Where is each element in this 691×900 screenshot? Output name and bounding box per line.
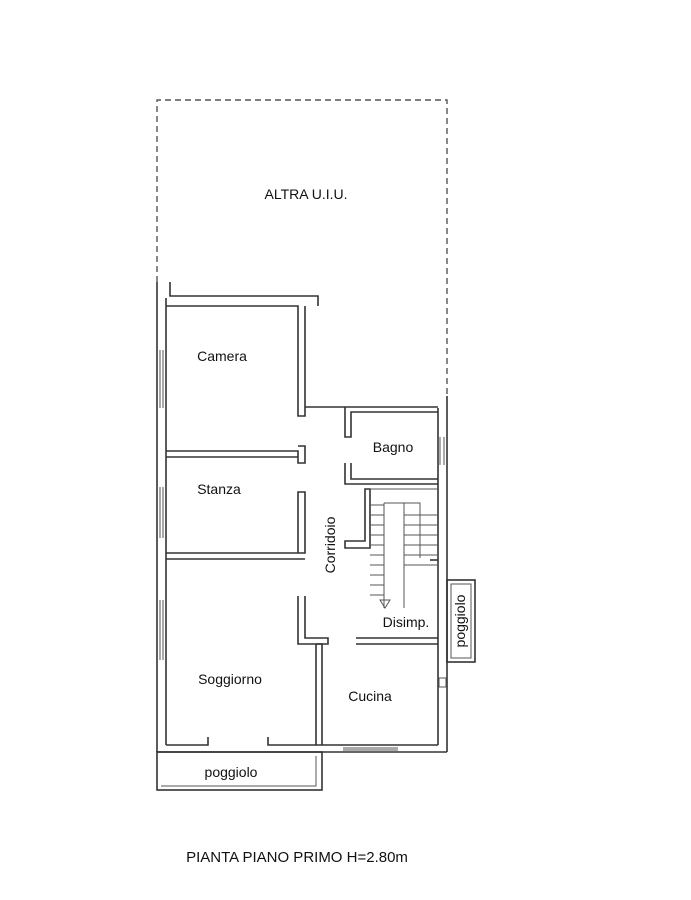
room-label-cucina: Cucina: [348, 688, 392, 704]
room-label-poggiolo-side: poggiolo: [452, 594, 468, 647]
other-unit-label: ALTRA U.I.U.: [265, 186, 348, 202]
side-balcony: [446, 579, 476, 663]
interior-walls: [166, 406, 438, 745]
plan-title: PIANTA PIANO PRIMO H=2.80m: [186, 849, 408, 866]
outer-walls: [156, 282, 448, 753]
room-label-poggiolo-bottom: poggiolo: [205, 764, 258, 780]
room-label-camera: Camera: [197, 348, 247, 364]
room-label-disimpegno: Disimp.: [383, 614, 430, 630]
room-label-stanza: Stanza: [197, 481, 241, 497]
kitchen-fixture: [438, 677, 447, 688]
room-label-corridoio: Corridoio: [322, 516, 338, 573]
room-label-bagno: Bagno: [373, 439, 414, 455]
other-unit-outline: [156, 99, 448, 396]
bottom-balcony: [156, 751, 323, 791]
room-label-soggiorno: Soggiorno: [198, 671, 262, 687]
staircase: [370, 488, 438, 609]
left-windows: [159, 350, 445, 751]
